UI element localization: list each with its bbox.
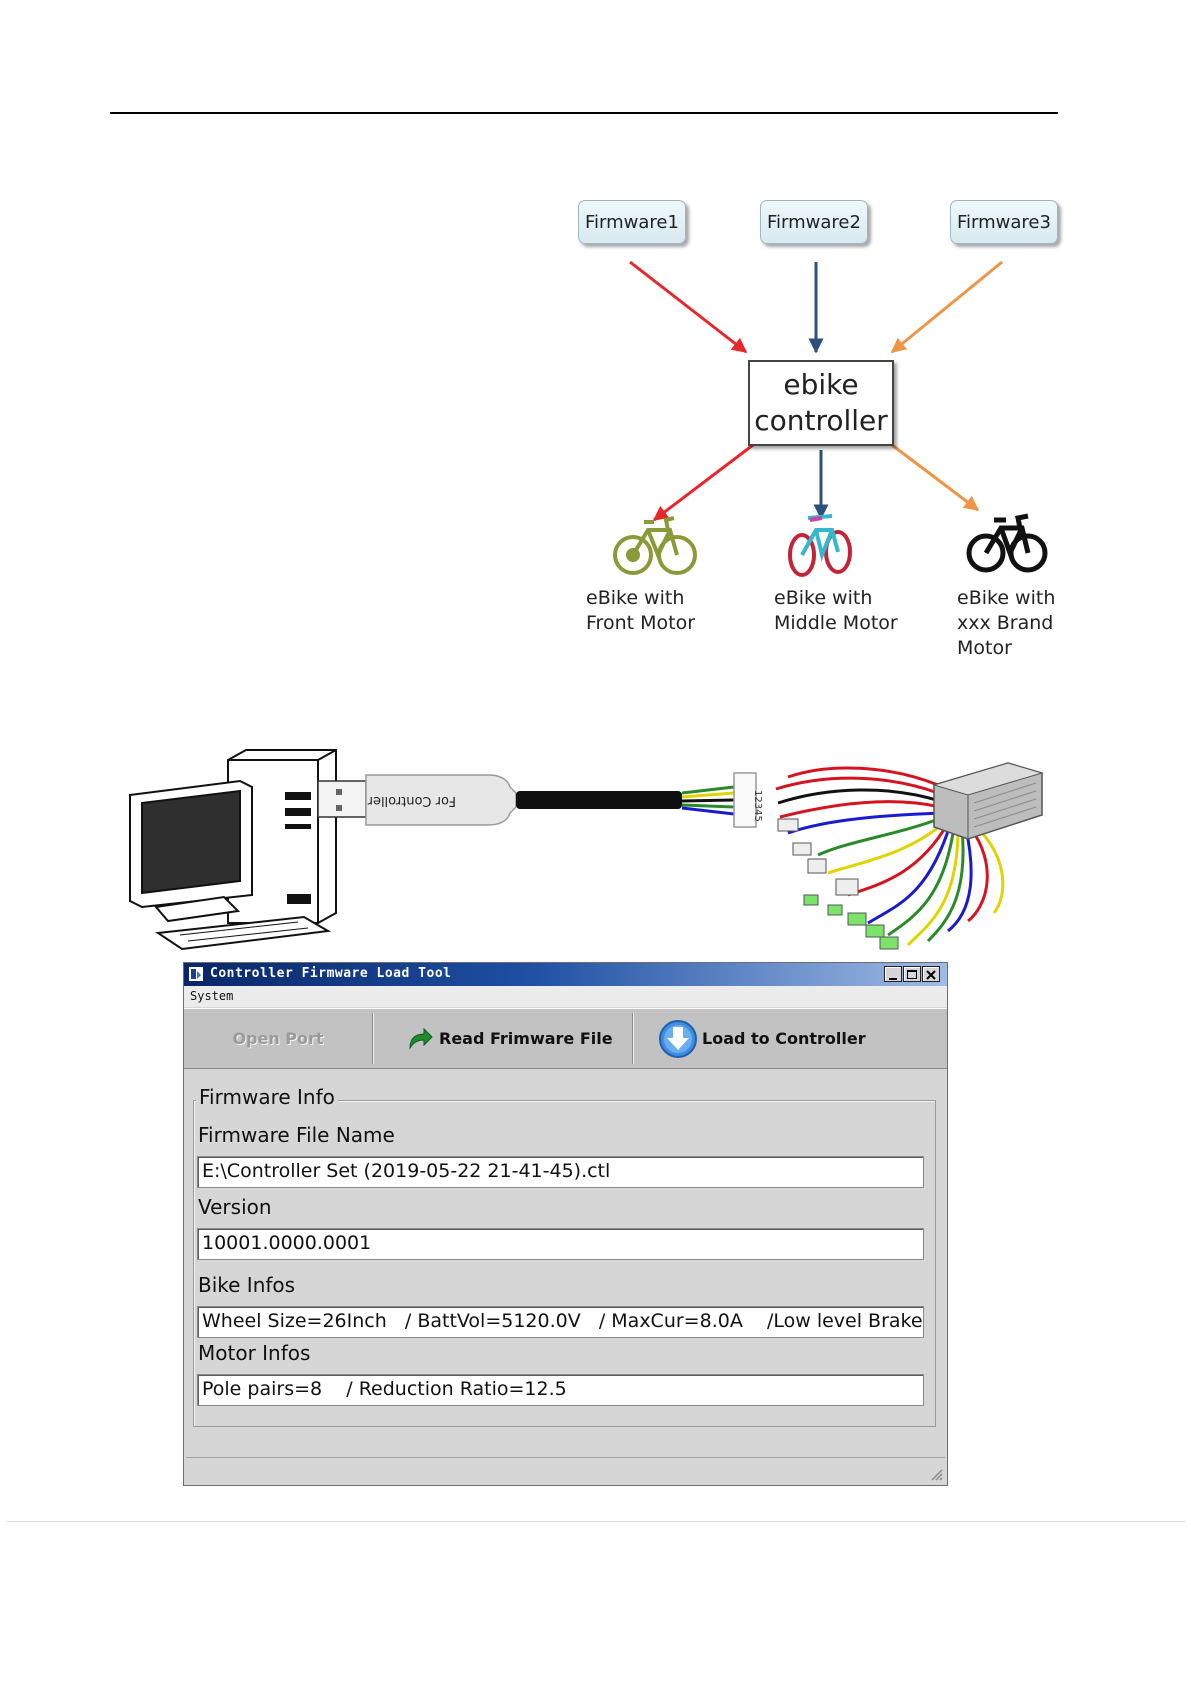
controller-label-line1: ebike: [783, 368, 859, 401]
open-port-button[interactable]: Open Port: [184, 1009, 372, 1068]
close-icon: [926, 970, 936, 980]
read-firmware-button[interactable]: Read Frimware File: [406, 1009, 613, 1068]
firmware-diagram: Firmware1 Firmware2 Firmware3 ebike cont…: [570, 200, 1110, 659]
firmware-load-tool-window: Controller Firmware Load Tool System Ope…: [183, 962, 948, 1486]
title-bar[interactable]: Controller Firmware Load Tool: [184, 963, 947, 986]
brand-motor-caption-line2: xxx Brand Motor: [957, 612, 1054, 659]
firmware1-label: Firmware1: [585, 211, 679, 233]
front-motor-caption: eBike with Front Motor: [586, 586, 695, 636]
firmware2-label: Firmware2: [767, 211, 861, 233]
middle-motor-caption: eBike with Middle Motor: [774, 586, 898, 636]
firmware-file-name-label: Firmware File Name: [198, 1123, 395, 1147]
toolbar-separator: [372, 1013, 374, 1064]
arrow-firmware1: [629, 260, 748, 354]
open-port-label: Open Port: [232, 1029, 324, 1048]
plug-wires: [681, 785, 735, 816]
front-motor-caption-line1: eBike with: [586, 587, 685, 609]
bike-front-motor-icon: [613, 516, 697, 575]
firmware1-box: Firmware1: [578, 200, 686, 244]
ebike-controller-icon: [932, 762, 1044, 840]
arrow-firmware3: [890, 260, 1003, 354]
version-label: Version: [198, 1195, 272, 1219]
firmware-file-name-field[interactable]: E:\Controller Set (2019-05-22 21-41-45).…: [197, 1156, 924, 1188]
menu-system[interactable]: System: [190, 989, 234, 1003]
toolbar-separator: [632, 1013, 634, 1064]
motor-infos-field[interactable]: Pole pairs=8 / Reduction Ratio=12.5: [197, 1374, 924, 1406]
bike-brand-motor-icon: [966, 513, 1048, 573]
minimize-icon: [889, 978, 897, 980]
read-firmware-label: Read Frimware File: [439, 1029, 613, 1048]
maximize-button[interactable]: [903, 966, 921, 982]
toolbar: Open Port Read Frimware File Load to Con…: [184, 1008, 947, 1069]
download-arrow-icon: [659, 1019, 697, 1058]
motor-infos-label: Motor Infos: [198, 1341, 311, 1365]
bike-middle-motor-icon: [788, 514, 852, 577]
firmware-info-title: Firmware Info: [196, 1085, 338, 1109]
keyboard-icon: [155, 915, 332, 951]
arrow-brand-motor: [891, 443, 980, 512]
firmware3-box: Firmware3: [950, 200, 1058, 244]
connector-plug-icon: [733, 772, 757, 828]
brand-motor-caption-line1: eBike with: [957, 587, 1056, 609]
middle-motor-caption-line2: Middle Motor: [774, 612, 898, 634]
bike-infos-field[interactable]: Wheel Size=26Inch / BattVol=5120.0V / Ma…: [197, 1306, 924, 1338]
hardware-illustration: For Controller 12345: [128, 745, 1118, 955]
middle-motor-caption-line1: eBike with: [774, 587, 873, 609]
footer-rule: [6, 1521, 1186, 1522]
status-bar: [186, 1457, 945, 1483]
diagram-arrows: [613, 260, 1048, 577]
load-to-controller-label: Load to Controller: [702, 1029, 866, 1048]
firmware2-box: Firmware2: [760, 200, 868, 244]
bike-infos-label: Bike Infos: [198, 1273, 296, 1297]
firmware-info-group: [193, 1100, 936, 1427]
cable-label: For Controller: [367, 793, 456, 808]
menu-bar: System: [184, 986, 947, 1007]
arrow-front-motor: [652, 443, 754, 522]
controller-label-line2: controller: [754, 404, 888, 437]
plug-label: 12345: [752, 790, 763, 822]
redo-arrow-icon: [409, 1027, 433, 1050]
brand-motor-caption: eBike with xxx Brand Motor: [957, 586, 1110, 661]
ebike-controller-box: ebike controller: [748, 360, 894, 446]
computer-tower-icon: [227, 749, 337, 924]
harness-connectors: [777, 818, 899, 950]
header-rule: [110, 112, 1058, 114]
load-to-controller-button[interactable]: Load to Controller: [658, 1009, 866, 1068]
minimize-button[interactable]: [884, 966, 902, 982]
firmware3-label: Firmware3: [957, 211, 1051, 233]
version-field[interactable]: 10001.0000.0001: [197, 1228, 924, 1260]
usb-plug-icon: [317, 774, 517, 826]
front-motor-caption-line2: Front Motor: [586, 612, 695, 634]
app-icon: [189, 967, 203, 981]
resize-grip-icon[interactable]: [929, 1467, 943, 1481]
maximize-icon: [907, 970, 917, 979]
black-cable: [516, 791, 682, 809]
hardware-drawing: For Controller 12345: [129, 749, 1044, 951]
monitor-icon: [129, 779, 253, 923]
window-title: Controller Firmware Load Tool: [210, 966, 452, 981]
close-button[interactable]: [922, 966, 940, 982]
